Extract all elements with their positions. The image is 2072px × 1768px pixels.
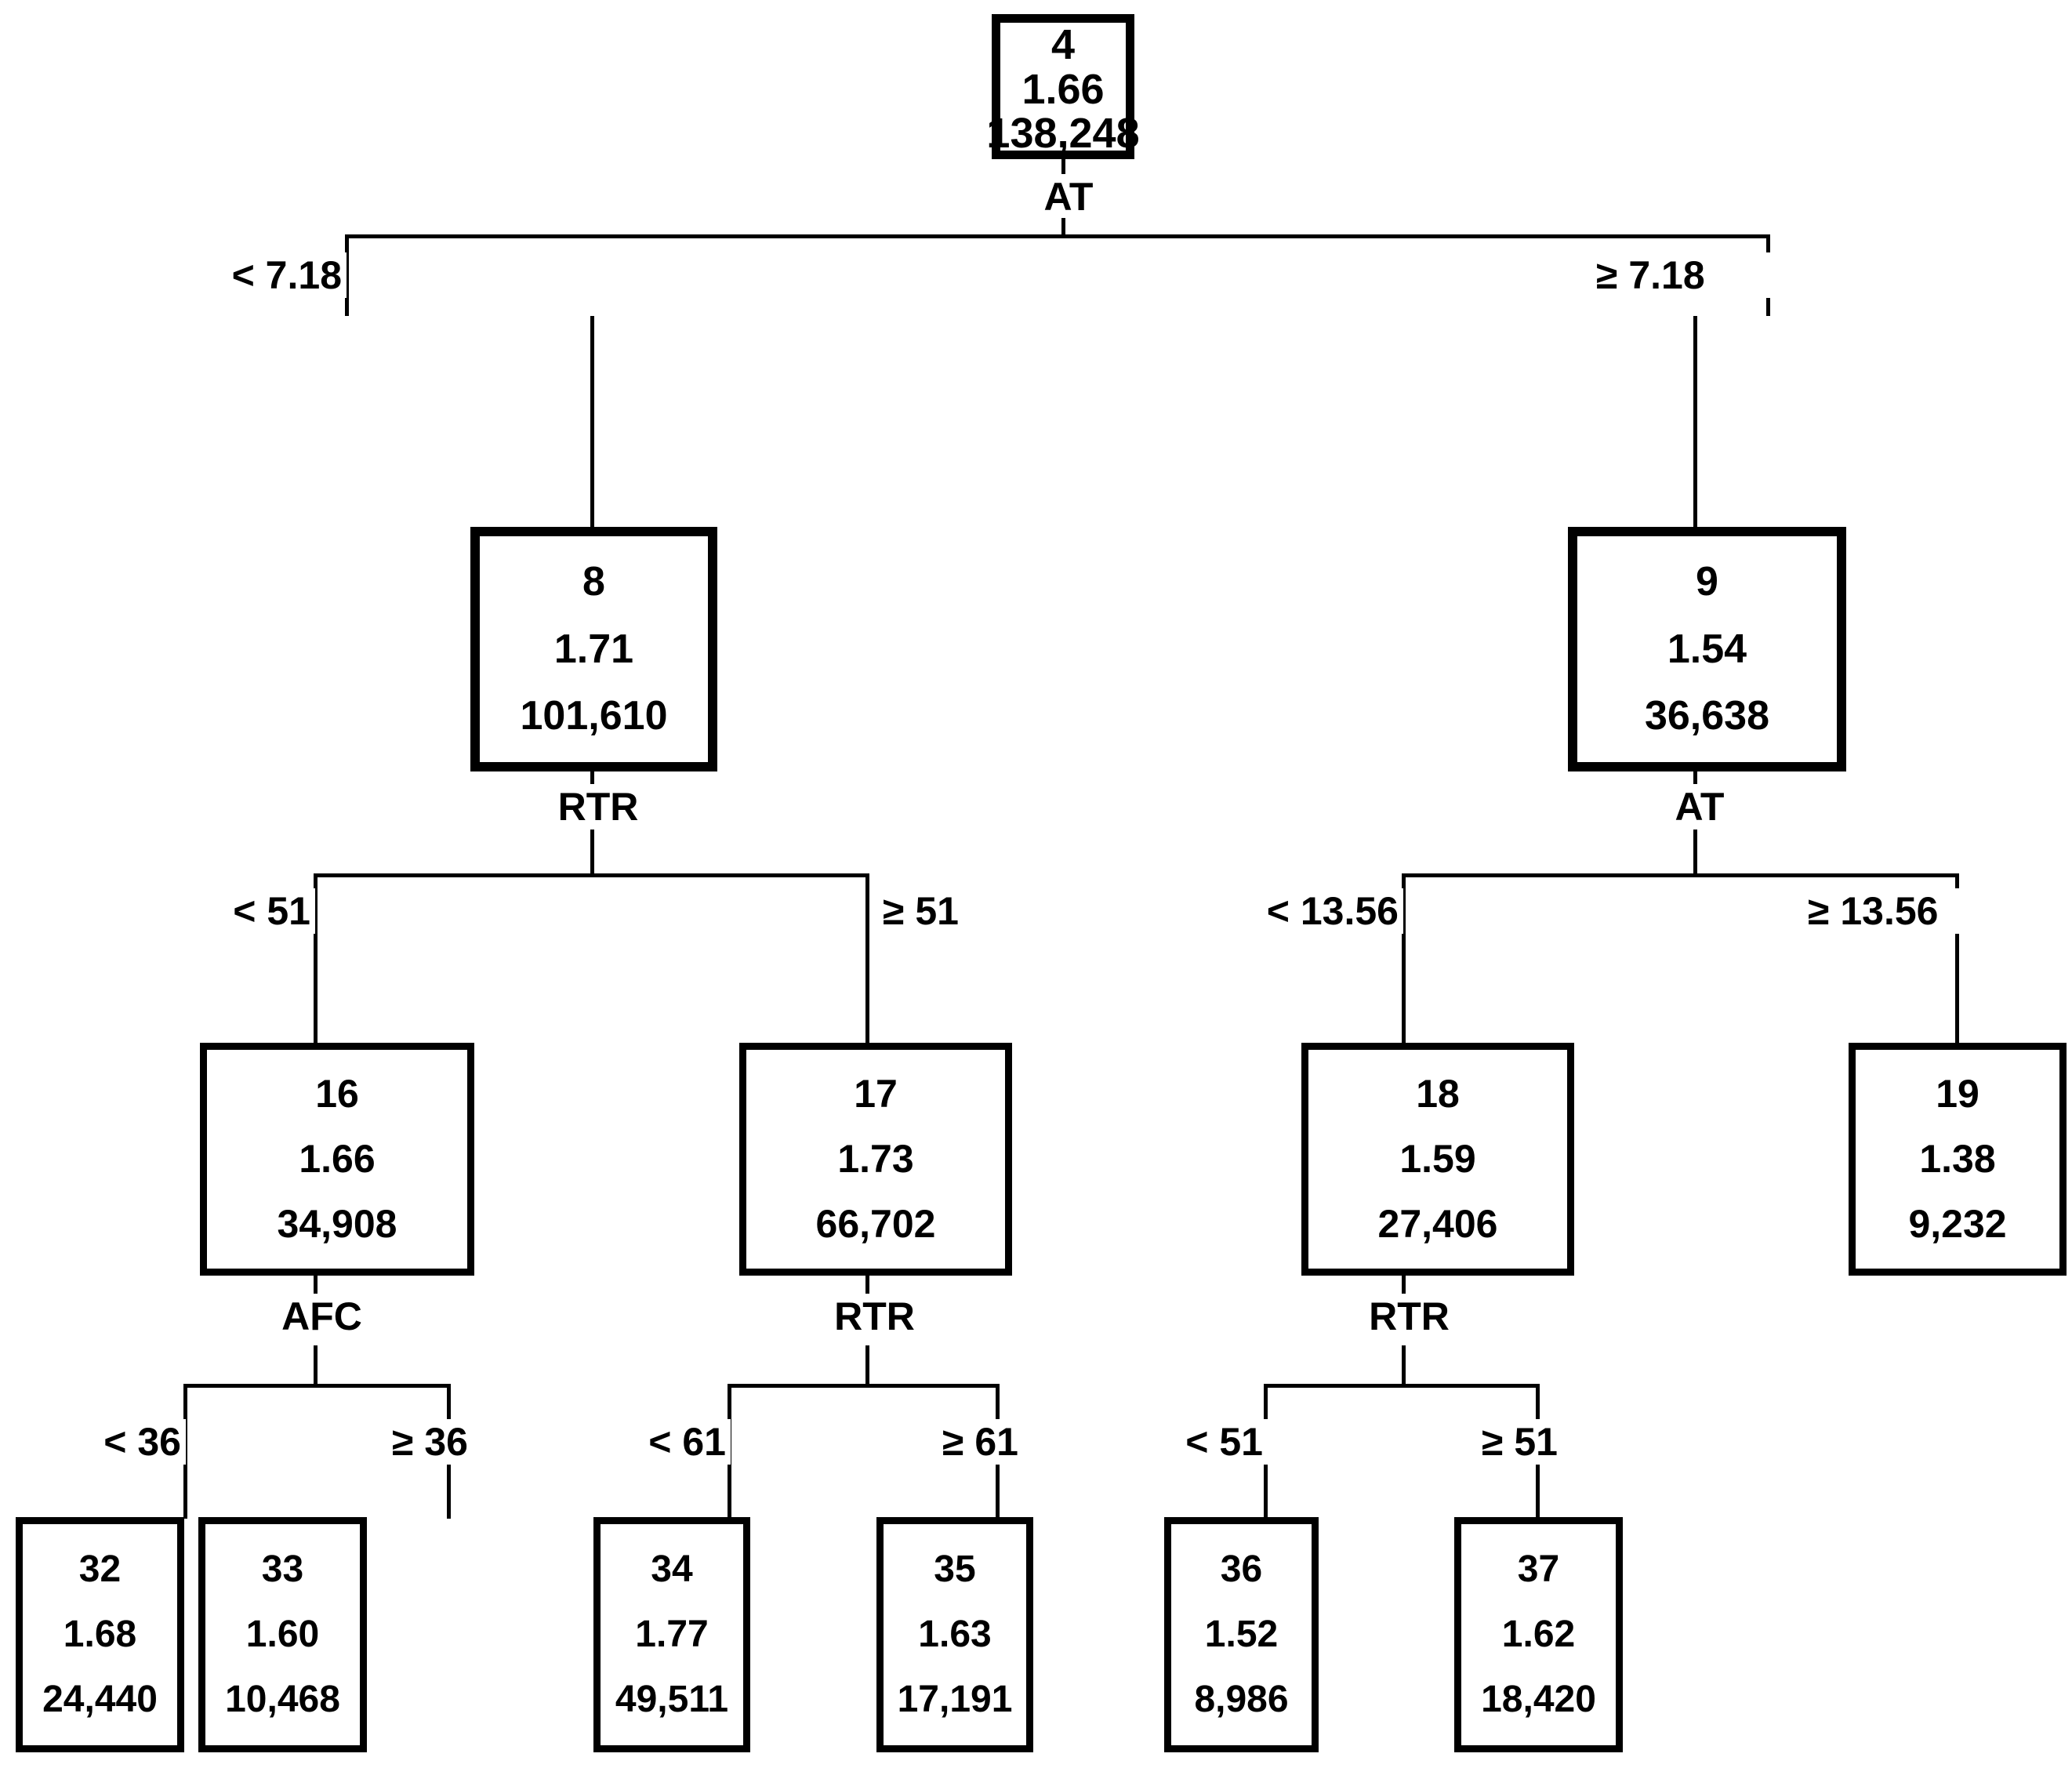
node-count: 66,702 [815, 1202, 936, 1247]
branch-label-node8-left: < 51 [118, 888, 315, 934]
node-id: 33 [261, 1548, 304, 1590]
node-id: 35 [934, 1548, 976, 1590]
split-variable-node-8: RTR [525, 784, 671, 830]
node-value: 1.62 [1501, 1613, 1576, 1655]
node-id: 9 [1696, 559, 1718, 605]
node-id: 8 [582, 559, 605, 605]
edge-bar-root [345, 234, 1770, 238]
tree-node-19[interactable]: 19 1.38 9,232 [1849, 1043, 2067, 1276]
node-count: 101,610 [520, 693, 668, 739]
split-variable-node-16: AFC [247, 1294, 397, 1339]
tree-node-16[interactable]: 16 1.66 34,908 [200, 1043, 474, 1276]
node-id: 17 [854, 1072, 898, 1116]
edge-line-node9-stem-lower [1693, 830, 1697, 877]
branch-label-node9-left: < 13.56 [1152, 888, 1403, 934]
edge-line-node17-stem-upper [865, 1276, 869, 1302]
node-id: 4 [1051, 21, 1076, 68]
edge-line-node8-right [865, 873, 869, 952]
node-count: 18,420 [1481, 1678, 1596, 1720]
node-count: 8,986 [1194, 1678, 1289, 1720]
branch-label-node8-right: ≥ 51 [878, 888, 1076, 934]
node-value: 1.71 [553, 626, 634, 672]
edge-bar-node-8 [314, 873, 869, 877]
branch-label-node16-right: ≥ 36 [387, 1419, 565, 1465]
edge-line-root-stem-lower [1061, 218, 1065, 236]
tree-node-37[interactable]: 37 1.62 18,420 [1454, 1517, 1623, 1752]
node-value: 1.59 [1399, 1137, 1476, 1182]
node-count: 34,908 [277, 1202, 397, 1247]
split-variable-node-9: AT [1642, 784, 1757, 830]
edge-bar-node-9 [1402, 873, 1959, 877]
edge-line-node8-stem-lower [590, 830, 594, 877]
node-id: 19 [1936, 1072, 1979, 1116]
tree-node-17[interactable]: 17 1.73 66,702 [739, 1043, 1012, 1276]
tree-node-32[interactable]: 32 1.68 24,440 [16, 1517, 184, 1752]
node-id: 32 [78, 1548, 122, 1590]
node-value: 1.54 [1667, 626, 1747, 672]
tree-node-34[interactable]: 34 1.77 49,511 [593, 1517, 750, 1752]
edge-bar-node-16 [183, 1384, 450, 1388]
node-count: 138,248 [986, 110, 1140, 158]
tree-node-35[interactable]: 35 1.63 17,191 [876, 1517, 1033, 1752]
node-value: 1.77 [635, 1613, 709, 1655]
node-id: 34 [651, 1548, 693, 1590]
node-value: 1.66 [1021, 65, 1105, 113]
node-id: 16 [315, 1072, 359, 1116]
node-id: 37 [1517, 1548, 1560, 1590]
split-variable-node-18: RTR [1334, 1294, 1484, 1339]
node-count: 36,638 [1644, 693, 1770, 739]
tree-node-9[interactable]: 9 1.54 36,638 [1568, 527, 1846, 771]
node-count: 49,511 [615, 1678, 729, 1720]
edge-line-root-left [345, 234, 349, 316]
edge-line-to-node-19 [1955, 952, 1959, 1046]
edge-line-to-node-8 [590, 316, 594, 529]
tree-node-36[interactable]: 36 1.52 8,986 [1164, 1517, 1319, 1752]
edge-line-to-node-16 [314, 952, 318, 1046]
node-value: 1.66 [299, 1137, 376, 1182]
branch-label-node17-right: ≥ 61 [938, 1419, 1116, 1465]
edge-line-node16-stem-lower [314, 1345, 318, 1387]
node-value: 1.63 [918, 1613, 992, 1655]
edge-line-node16-stem-upper [314, 1276, 318, 1302]
branch-label-root-left: < 7.18 [102, 252, 347, 298]
node-id: 36 [1220, 1548, 1263, 1590]
tree-node-4[interactable]: 4 1.66 138,248 [986, 14, 1140, 159]
edge-line-node18-stem-lower [1402, 1345, 1406, 1387]
edge-line-node18-stem-upper [1402, 1276, 1406, 1302]
edge-line-node9-left [1402, 873, 1406, 952]
branch-label-root-right: ≥ 7.18 [1591, 252, 1836, 298]
tree-node-33[interactable]: 33 1.60 10,468 [198, 1517, 367, 1752]
edge-bar-node-18 [1264, 1384, 1540, 1388]
node-value: 1.60 [245, 1613, 320, 1655]
edge-line-node8-left [314, 873, 318, 952]
node-count: 17,191 [897, 1678, 1013, 1720]
edge-line-to-node-17 [865, 952, 869, 1046]
branch-label-node9-right: ≥ 13.56 [1803, 888, 2071, 934]
node-count: 24,440 [42, 1678, 158, 1720]
edge-line-to-node-18 [1402, 952, 1406, 1046]
edge-bar-node-17 [728, 1384, 1000, 1388]
tree-node-18[interactable]: 18 1.59 27,406 [1301, 1043, 1574, 1276]
node-value: 1.68 [63, 1613, 137, 1655]
node-count: 27,406 [1377, 1202, 1498, 1247]
node-count: 9,232 [1908, 1202, 2007, 1247]
branch-label-node16-left: < 36 [16, 1419, 186, 1465]
branch-label-node17-left: < 61 [561, 1419, 731, 1465]
edge-line-to-node-9 [1693, 316, 1697, 529]
node-count: 10,468 [225, 1678, 340, 1720]
node-id: 18 [1416, 1072, 1460, 1116]
node-value: 1.52 [1204, 1613, 1279, 1655]
node-value: 1.73 [837, 1137, 914, 1182]
branch-label-node18-right: ≥ 51 [1477, 1419, 1655, 1465]
node-value: 1.38 [1919, 1137, 1996, 1182]
split-variable-node-17: RTR [800, 1294, 949, 1339]
split-variable-root: AT [1011, 174, 1126, 220]
branch-label-node18-left: < 51 [1098, 1419, 1268, 1465]
tree-node-8[interactable]: 8 1.71 101,610 [470, 527, 717, 771]
edge-line-node17-stem-lower [865, 1345, 869, 1387]
